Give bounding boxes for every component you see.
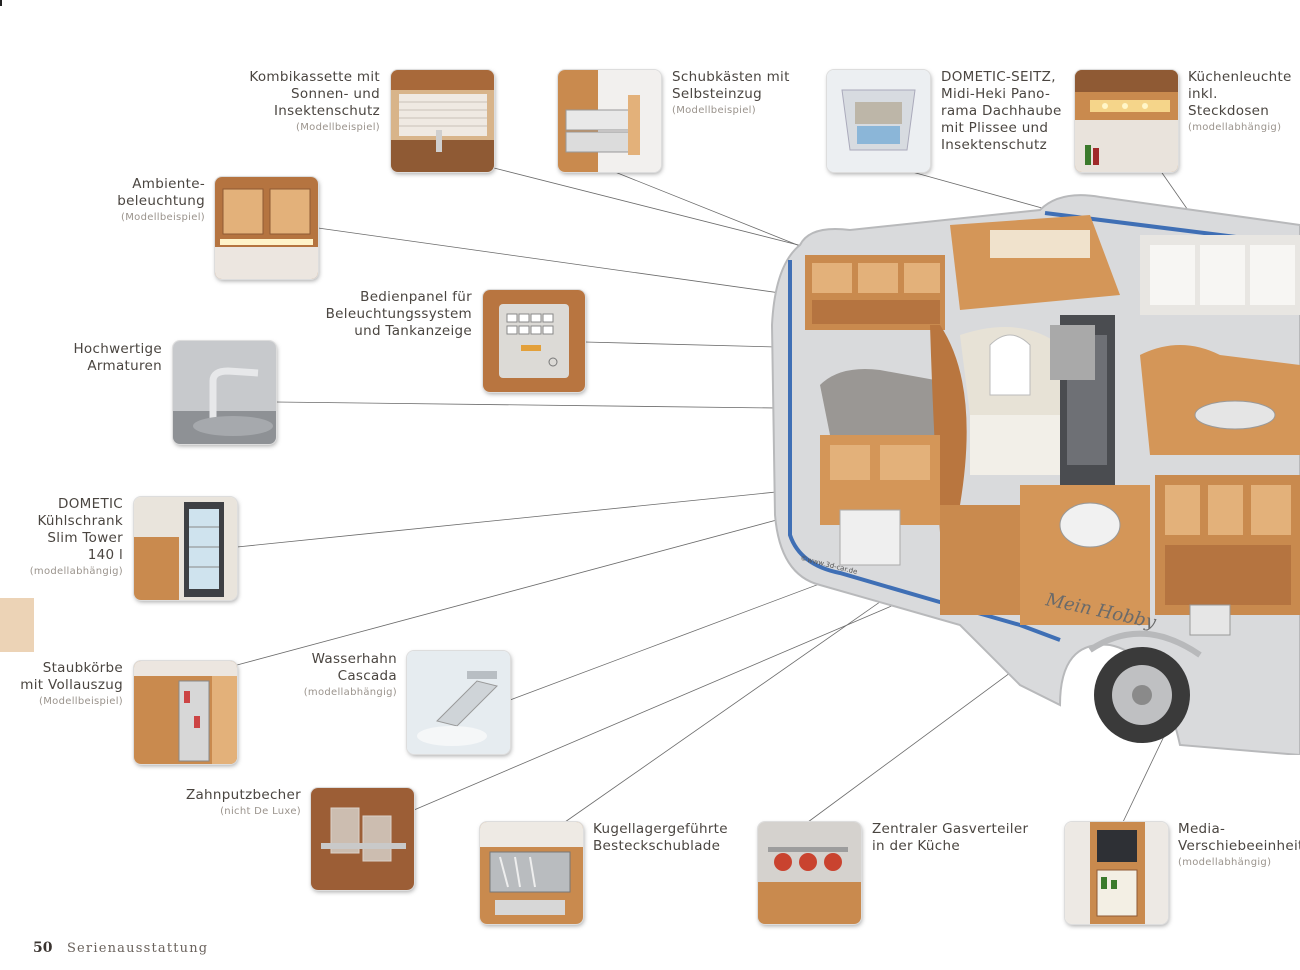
callout-zahnputz: Zahnputzbecher (nicht De Luxe) (180, 787, 301, 819)
leader-kombikassette (493, 167, 831, 254)
media-note: (modellabhängig) (1178, 857, 1272, 868)
media-title: Media- Verschiebeeinheit (1178, 821, 1300, 854)
camper-cutaway-illustration: Mein Hobby ©www.3d-car.de (770, 194, 1300, 755)
callout-besteck: Kugellagergeführte Besteckschublade (593, 821, 753, 855)
kuechenleuchte-note: (modellabhängig) (1188, 122, 1282, 133)
callout-kuehlschrank: DOMETIC Kühlschrank Slim Tower 140 l (mo… (20, 496, 123, 579)
leader-dometic-seitz (904, 169, 1061, 214)
armaturen-title: Hochwertige Armaturen (73, 341, 162, 374)
staubkoerbe-title: Staubkörbe mit Vollauszug (20, 660, 123, 693)
dometic-seitz-title: DOMETIC-SEITZ, Midi-Heki Pano- rama Dach… (941, 69, 1062, 153)
callout-dometic-seitz: DOMETIC-SEITZ, Midi-Heki Pano- rama Dach… (941, 69, 1081, 154)
besteck-title: Kugellagergeführte Besteckschublade (593, 821, 728, 854)
staubkoerbe-note: (Modellbeispiel) (39, 696, 123, 707)
schubkaesten-note: (Modellbeispiel) (672, 105, 756, 116)
zahnputz-title: Zahnputzbecher (185, 787, 301, 803)
kombikassette-title: Kombikassette mit Sonnen- und Insektensc… (249, 69, 380, 119)
callout-kombikassette: Kombikassette mit Sonnen- und Insektensc… (230, 69, 380, 135)
callout-wasserhahn: Wasserhahn Cascada (modellabhängig) (290, 651, 397, 700)
callout-gasverteiler: Zentraler Gasverteiler in der Küche (872, 821, 1042, 855)
callout-ambiente: Ambiente- beleuchtung (Modellbeispiel) (90, 176, 205, 225)
zahnputz-note: (nicht De Luxe) (220, 806, 301, 817)
bedienpanel-title: Bedienpanel für Beleuchtungssystem und T… (325, 289, 472, 339)
callout-armaturen: Hochwertige Armaturen (50, 341, 162, 375)
zahnputz-photo (311, 788, 414, 890)
kuehlschrank-photo (134, 497, 237, 600)
ambiente-title: Ambiente- beleuchtung (117, 176, 205, 209)
wasserhahn-title: Wasserhahn Cascada (311, 651, 397, 684)
kuehlschrank-note: (modellabhängig) (29, 566, 123, 577)
section-title: Serienausstattung (66, 941, 209, 956)
schubkaesten-title: Schubkästen mit Selbsteinzug (672, 69, 790, 102)
wasserhahn-note: (modellabhängig) (303, 687, 397, 698)
media-photo (1065, 822, 1168, 924)
kombikassette-photo (391, 70, 494, 172)
callout-bedienpanel: Bedienpanel für Beleuchtungssystem und T… (322, 289, 472, 340)
staubkoerbe-photo (134, 661, 237, 764)
callout-staubkoerbe: Staubkörbe mit Vollauszug (Modellbeispie… (10, 660, 123, 709)
schubkaesten-photo (558, 70, 661, 172)
besteck-photo (480, 822, 583, 924)
wasserhahn-photo (407, 651, 510, 754)
gasverteiler-photo (758, 822, 861, 924)
ambiente-photo (215, 177, 318, 279)
chapter-tab-marker (0, 598, 34, 652)
callout-schubkaesten: Schubkästen mit Selbsteinzug (Modellbeis… (672, 69, 812, 118)
page-number: 50 (33, 940, 53, 956)
ambiente-note: (Modellbeispiel) (121, 212, 205, 223)
crop-mark (0, 0, 2, 6)
gasverteiler-title: Zentraler Gasverteiler in der Küche (872, 821, 1029, 854)
kuechenleuchte-title: Küchenleuchte inkl. Steckdosen (1188, 69, 1292, 119)
callout-media: Media- Verschiebeeinheit (modellabhängig… (1178, 821, 1300, 870)
callout-kuechenleuchte: Küchenleuchte inkl. Steckdosen (modellab… (1188, 69, 1300, 135)
leader-ambiente (317, 227, 831, 301)
armaturen-photo (173, 341, 276, 444)
bedienpanel-photo (483, 290, 585, 392)
kombikassette-note: (Modellbeispiel) (296, 122, 380, 133)
leader-besteck (564, 559, 941, 823)
dometic-seitz-photo (827, 70, 930, 172)
page-footer: 50 Serienausstattung (33, 940, 208, 956)
kuehlschrank-title: DOMETIC Kühlschrank Slim Tower 140 l (37, 496, 123, 563)
kuechenleuchte-photo (1075, 70, 1178, 172)
